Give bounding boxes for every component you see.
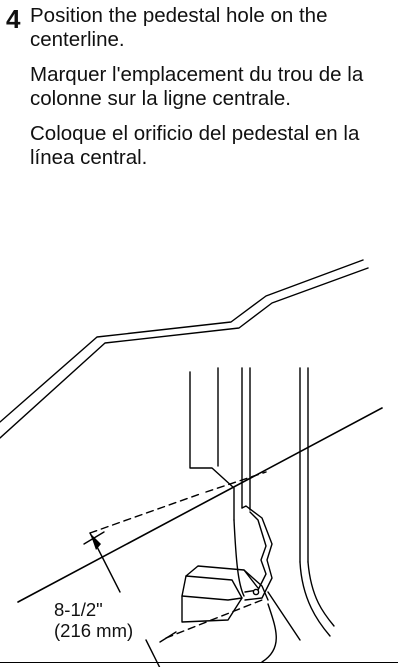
pedestal-hole-mark: [252, 588, 260, 596]
dimension-millimeters: (216 mm): [54, 620, 134, 641]
dimension-leader: [267, 591, 301, 641]
countertop-edge-outline: [0, 259, 369, 439]
pedestal-front-edges: [217, 367, 309, 563]
bottom-rule: [0, 662, 398, 663]
pedestal-installation-illustration: [0, 259, 383, 667]
instruction-spanish: Coloque el orificio del pedestal en la l…: [30, 122, 360, 169]
instruction-french: Marquer l'emplacement du trou de la colo…: [30, 63, 364, 110]
pedestal-base-foot: [181, 565, 269, 623]
instruction-step: 4 Position the pedestal hole on the cent…: [6, 4, 392, 170]
dimension-line: [83, 531, 177, 667]
centerline-dashed: [89, 471, 267, 639]
step-number: 4: [6, 4, 21, 34]
instruction-english: Position the pedestal hole on the center…: [30, 4, 328, 51]
pedestal-body: [189, 371, 335, 663]
floor-wall-line: [17, 407, 383, 603]
dimension-inches: 8-1/2": [54, 599, 103, 620]
